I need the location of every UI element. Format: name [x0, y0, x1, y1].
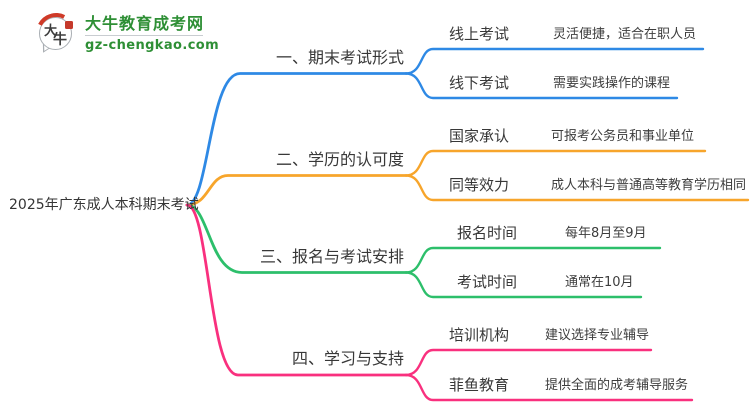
branch-label-recognition: 二、学历的认可度	[275, 149, 404, 169]
subtopic-detail: 灵活便捷，适合在职人员	[553, 27, 697, 42]
subtopic-label: 国家承认	[449, 127, 510, 145]
central-topic: 2025年广东成人本科期末考试	[9, 197, 199, 213]
brand-logo: 大 牛 大牛教育成考网 gz-chengkao.com	[30, 7, 219, 60]
subtopic-label: 线下考试	[449, 74, 510, 92]
subtopic-detail: 成人本科与普通高等教育学历相同	[551, 178, 747, 193]
logo-divider	[85, 35, 203, 36]
brand-text: 大牛教育成考网 gz-chengkao.com	[85, 14, 219, 53]
brand-title: 大牛教育成考网	[85, 14, 205, 33]
subtopic-detail: 每年8月至9月	[565, 226, 647, 241]
branch-label-support: 四、学习与支持	[291, 349, 404, 368]
subtopic-detail: 可报考公务员和事业单位	[551, 129, 695, 144]
subtopic-label: 报名时间	[457, 224, 518, 242]
subtopic-detail: 提供全面的成考辅导服务	[545, 378, 689, 393]
brand-domain: gz-chengkao.com	[85, 38, 220, 53]
subtopic-label: 线上考试	[449, 25, 510, 43]
subtopic-detail: 建议选择专业辅导	[545, 328, 650, 343]
subtopic-label: 培训机构	[449, 326, 510, 344]
subtopic-label: 考试时间	[457, 273, 518, 291]
brand-logo-icon: 大 牛	[30, 7, 82, 60]
subtopic-detail: 通常在10月	[565, 275, 634, 290]
logo-seal-icon	[65, 20, 73, 29]
logo-char-da: 大	[44, 23, 58, 39]
subtopic-label: 菲鱼教育	[449, 376, 510, 394]
subtopic-detail: 需要实践操作的课程	[553, 76, 671, 91]
logo-char-niu: 牛	[53, 31, 67, 48]
subtopic-label: 同等效力	[449, 176, 510, 194]
branch-label-schedule: 三、报名与考试安排	[259, 246, 404, 266]
branch-label-exam-format: 一、期末考试形式	[275, 47, 404, 67]
